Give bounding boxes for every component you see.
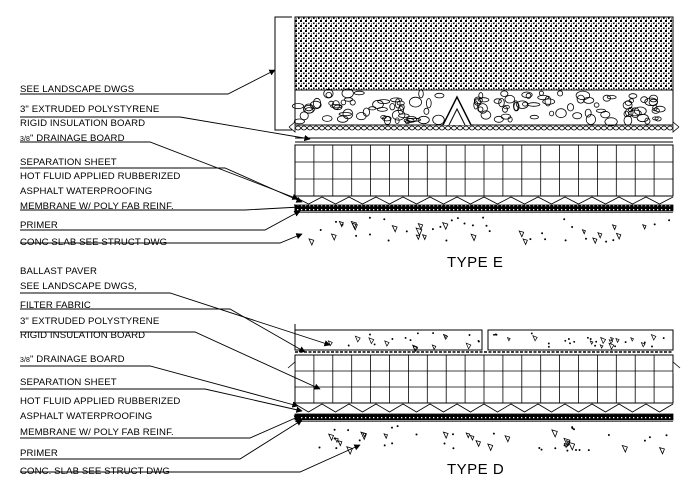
type-d-ballast-paver-left (294, 329, 483, 351)
type-e-soil-layer (294, 16, 674, 91)
type-e-leaders (20, 69, 311, 244)
type-d-label-primer: PRIMER (20, 448, 58, 459)
type-d-ballast-paver-right (487, 329, 674, 351)
type-d-leaders (20, 292, 361, 473)
type-d-label-insulation-line1: 3" EXTRUDED POLYSTYRENE (20, 316, 160, 327)
type-d-label-membrane-line3: MEMBRANE W/ POLY FAB REINF. (20, 427, 174, 438)
type-e-gravel-stones (291, 88, 666, 127)
type-d-slab-aggregate (318, 425, 668, 456)
type-d-drainage-fraction: 3/8 (20, 357, 31, 364)
type-d-insulation-grid (295, 355, 673, 403)
type-e-drain-triangle (442, 95, 472, 126)
type-e-label-drainage: 3/8" DRAINAGE BOARD (20, 133, 125, 145)
type-e-title: TYPE E (447, 254, 504, 271)
type-e-label-separation: SEPARATION SHEET (20, 157, 117, 168)
type-d-membrane (294, 413, 674, 421)
type-d-label-membrane-line1: HOT FLUID APPLIED RUBBERIZED (20, 396, 181, 407)
type-d-label-separation: SEPARATION SHEET (20, 377, 117, 388)
type-e-section (274, 16, 680, 247)
type-e-insulation-grid (295, 145, 673, 196)
type-d-label-paver-line2: SEE LANDSCAPE DWGS, (20, 281, 138, 292)
type-e-filter-fabric (294, 125, 674, 131)
type-e-landscape-bracket (274, 16, 292, 131)
type-d-section (287, 324, 681, 456)
type-e-drainage-fraction: 3/8 (20, 136, 31, 143)
type-e-label-landscape: SEE LANDSCAPE DWGS (20, 84, 135, 95)
type-d-concrete-slab (295, 422, 673, 452)
type-e-label-insulation-line2: RIGID INSULATION BOARD (20, 118, 146, 129)
type-d-label-slab: CONC. SLAB SEE STRUCT DWG (20, 466, 170, 477)
type-e-drainage-board (294, 196, 674, 205)
type-d-label-filter: FILTER FABRIC (20, 300, 91, 311)
type-d-label-drainage: 3/8" DRAINAGE BOARD (20, 354, 125, 366)
type-e-slab-aggregate (308, 216, 671, 247)
type-e-label-insulation-line1: 3" EXTRUDED POLYSTYRENE (20, 104, 160, 115)
type-d-label-membrane-line2: ASPHALT WATERPROOFING (20, 411, 153, 422)
type-e-label-primer: PRIMER (20, 220, 58, 231)
type-d-label-paver-line1: BALLAST PAVER (20, 266, 98, 277)
type-e-drainage-text: " DRAINAGE BOARD (30, 133, 125, 144)
type-e-label-slab: CONC SLAB SEE STRUCT DWG (20, 237, 168, 248)
type-d-paver-aggregate (327, 332, 665, 353)
type-e-membrane (294, 204, 674, 212)
type-d-drainage-board (294, 403, 674, 413)
type-e-label-membrane-line3: MEMBRANE W/ POLY FAB REINF. (20, 201, 174, 212)
type-d-drainage-text: " DRAINAGE BOARD (30, 354, 125, 365)
type-e-label-membrane-line1: HOT FLUID APPLIED RUBBERIZED (20, 171, 181, 182)
type-d-label-insulation-line2: RIGID INSULATION BOARD (20, 330, 146, 341)
type-d-title: TYPE D (447, 461, 505, 478)
type-e-label-membrane-line2: ASPHALT WATERPROOFING (20, 186, 153, 197)
